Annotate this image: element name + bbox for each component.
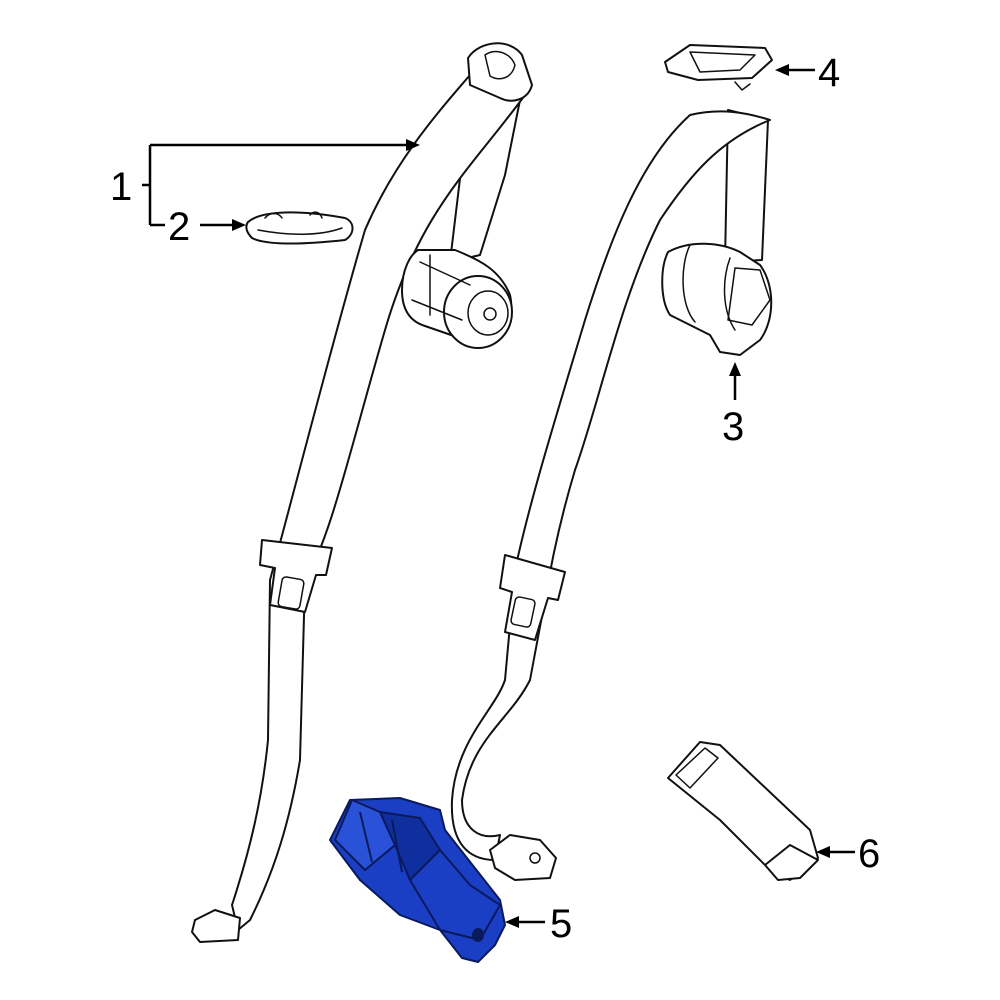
right-latch-plate: [499, 554, 566, 641]
callout-2-arrowhead: [232, 219, 246, 231]
callout-3-arrowhead: [729, 362, 741, 376]
callout-1-bracket: [142, 143, 415, 227]
callout-5-label: 5: [550, 902, 572, 946]
part-3-right-retractor[interactable]: [661, 242, 773, 356]
buckle-6-body: [667, 741, 819, 881]
callout-2-label: 2: [168, 205, 190, 249]
left-latch-plate: [259, 539, 333, 613]
callout-4-arrowhead: [775, 64, 789, 76]
part-2-belt-guide[interactable]: [245, 211, 354, 245]
part-4-upper-anchor-cover[interactable]: [664, 44, 773, 81]
callout-1-arrowhead: [406, 139, 420, 151]
left-belt-assembly[interactable]: [191, 42, 533, 943]
callout-6-label: 6: [858, 832, 880, 876]
callout-4-label: 4: [818, 51, 840, 95]
right-lower-anchor: [489, 834, 557, 881]
left-lower-anchor: [191, 909, 241, 943]
callout-1-label: 1: [110, 165, 132, 209]
right-belt-assembly[interactable]: [450, 44, 773, 881]
left-d-ring: [467, 42, 533, 102]
part-5-seat-belt-buckle[interactable]: [329, 797, 506, 963]
callout-5-arrowhead: [505, 916, 519, 928]
callout-3-label: 3: [722, 405, 744, 449]
callout-6-arrowhead: [816, 846, 830, 858]
part-6-seat-belt-buckle[interactable]: [667, 741, 819, 881]
right-belt-webbing: [450, 110, 771, 861]
